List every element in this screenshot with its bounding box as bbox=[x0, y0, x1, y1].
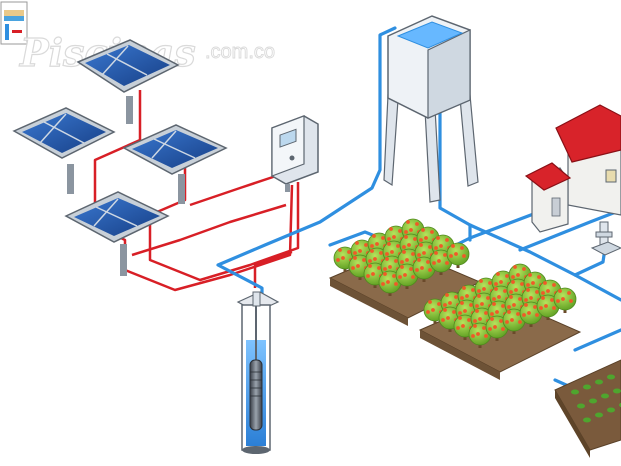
fruit-trees bbox=[333, 218, 577, 348]
crop-plant bbox=[595, 379, 603, 385]
submersible-pump-icon bbox=[249, 359, 263, 431]
crop-plant bbox=[601, 393, 609, 399]
crop-plant bbox=[583, 384, 591, 390]
fruit-tree-icon bbox=[378, 270, 402, 296]
fruit-tree-icon bbox=[395, 263, 419, 289]
fruit-tree-icon bbox=[429, 249, 453, 275]
crop-plant bbox=[613, 388, 621, 394]
fruit-tree-icon bbox=[502, 308, 526, 334]
fruit-tree-icon bbox=[485, 315, 509, 341]
crop-plant bbox=[577, 403, 585, 409]
fruit-tree-icon bbox=[519, 301, 543, 327]
solar-panel-left bbox=[12, 107, 116, 194]
crop-plant bbox=[595, 412, 603, 418]
crop-plant bbox=[589, 398, 597, 404]
crop-plant bbox=[607, 374, 615, 380]
crop-plant bbox=[571, 389, 579, 395]
crop-plant bbox=[607, 407, 615, 413]
solar-panel-top bbox=[76, 39, 180, 124]
watermark-domain: .com.co bbox=[205, 41, 275, 63]
well-shaft bbox=[236, 291, 280, 454]
vegetable-crops bbox=[571, 374, 621, 423]
pump-controller-icon bbox=[271, 115, 319, 192]
logo-badge-icon bbox=[0, 1, 28, 45]
fruit-tree-icon bbox=[412, 256, 436, 282]
solar-panel-bottom bbox=[64, 191, 170, 276]
shed-icon bbox=[524, 162, 572, 233]
crop-plant bbox=[583, 417, 591, 423]
fruit-tree-icon bbox=[446, 242, 470, 268]
fruit-tree-icon bbox=[553, 287, 577, 313]
vegetable-field bbox=[554, 359, 621, 458]
water-tower-icon bbox=[383, 15, 479, 203]
water-tap-icon bbox=[590, 221, 621, 256]
solar-panel-right bbox=[122, 124, 228, 204]
